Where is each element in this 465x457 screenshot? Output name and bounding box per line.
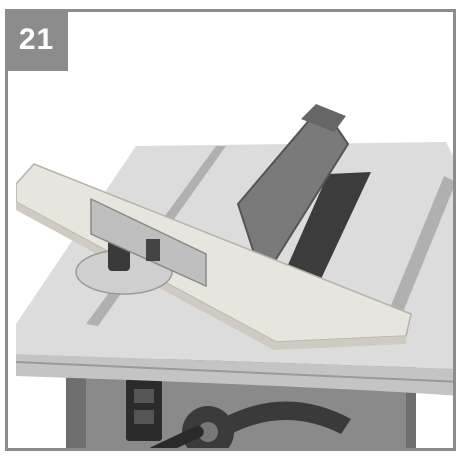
miter-gauge-clamp <box>146 239 160 261</box>
bevel-scale <box>221 401 351 434</box>
handwheel-hub <box>198 422 218 442</box>
miter-slot-right <box>376 176 453 344</box>
handwheel-handle <box>148 425 204 448</box>
blade-guard-top <box>301 104 346 132</box>
throat-plate <box>284 172 371 279</box>
power-switch-off <box>134 410 154 424</box>
table-saw-illustration <box>16 104 453 448</box>
rip-scale <box>16 361 453 383</box>
power-switch-on <box>134 389 154 403</box>
table-front-edge <box>16 354 453 396</box>
step-number-badge: 21 <box>5 9 68 71</box>
figure-frame <box>5 9 456 451</box>
